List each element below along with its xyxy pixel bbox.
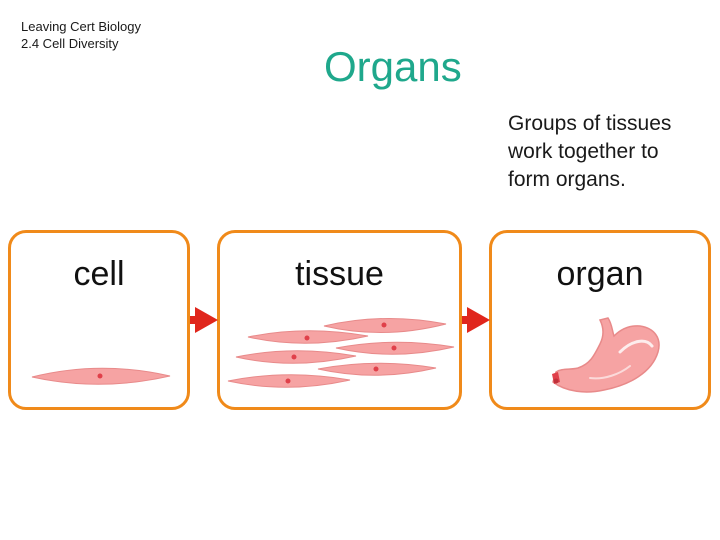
arrow-right-icon	[190, 307, 218, 333]
description-line: Groups of tissues	[508, 112, 672, 135]
header-course: Leaving Cert Biology	[21, 19, 141, 34]
description-line: form organs.	[508, 168, 626, 191]
description-line: work together to	[508, 140, 659, 163]
tissue-label: tissue	[295, 255, 384, 293]
slide-description: Groups of tissues work together to form …	[508, 110, 713, 194]
arrow-right-icon	[462, 307, 490, 333]
header-topic: 2.4 Cell Diversity	[21, 36, 119, 51]
slide-title: Organs	[324, 43, 462, 90]
tissue-icon	[227, 318, 455, 388]
cell-label: cell	[73, 255, 125, 293]
stomach-icon	[552, 317, 660, 393]
cell-icon	[31, 367, 171, 385]
organ-label: organ	[556, 255, 644, 293]
